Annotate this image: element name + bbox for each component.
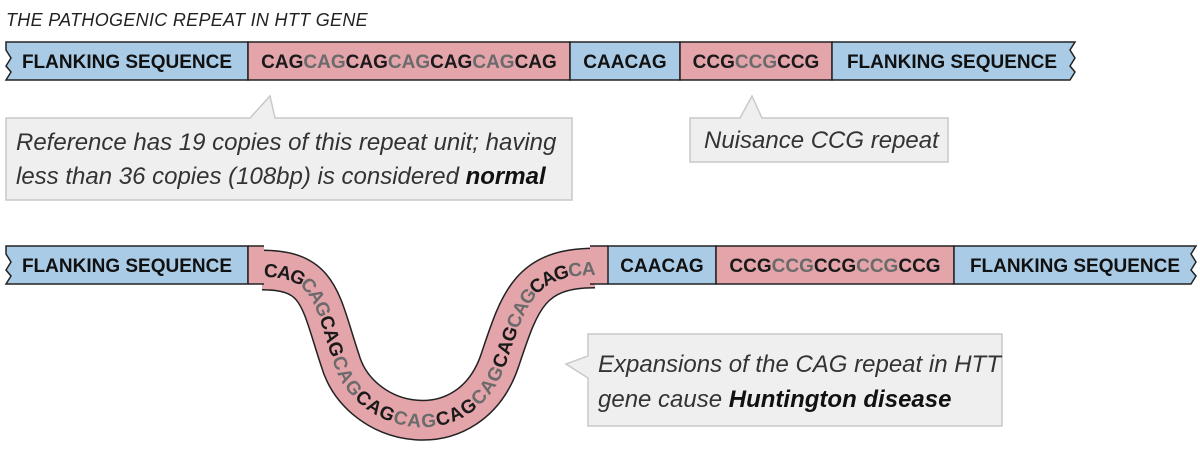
diagram-title: THE PATHOGENIC REPEAT IN HTT GENE xyxy=(6,10,369,30)
ccg-unit: CCG xyxy=(729,256,771,277)
callout-ccg-text: Nuisance CCG repeat xyxy=(704,127,940,154)
callout-ccg-bubble xyxy=(689,94,949,163)
top-cag-repeat-label: CAGCAGCAGCAGCAGCAGCAG xyxy=(261,52,557,73)
band-join-right xyxy=(590,246,608,284)
callout-huntington-line2-prefix: gene cause xyxy=(598,386,729,413)
repeat-unit: CAG xyxy=(430,52,472,73)
bottom-right-flank-label: FLANKING SEQUENCE xyxy=(970,256,1180,277)
callout-huntington-bubble xyxy=(564,333,1003,427)
top-left-flank-label: FLANKING SEQUENCE xyxy=(22,52,232,73)
callout-huntington-line2: gene cause Huntington disease xyxy=(598,386,951,413)
top-ccg-repeat-label: CCGCCGCCG xyxy=(693,52,820,73)
repeat-unit: CAG xyxy=(346,52,388,73)
callout-ccg: Nuisance CCG repeat xyxy=(689,94,949,163)
bottom-left-flank-label: FLANKING SEQUENCE xyxy=(22,256,232,277)
repeat-unit: CAG xyxy=(472,52,514,73)
callout-normal-bold: normal xyxy=(466,163,547,190)
ccg-unit: CCG xyxy=(693,52,735,73)
ccg-unit: CCG xyxy=(898,256,940,277)
callout-huntington-line1: Expansions of the CAG repeat in HTT xyxy=(598,351,1003,378)
bottom-right-flank-segment xyxy=(953,245,1198,285)
repeat-unit: CAG xyxy=(515,52,557,73)
callout-normal-line2: less than 36 copies (108bp) is considere… xyxy=(16,163,547,190)
repeat-unit: CAG xyxy=(261,52,303,73)
repeat-unit: CAG xyxy=(303,52,345,73)
bottom-ccg-repeat-label: CCGCCGCCGCCGCCG xyxy=(729,256,940,277)
ccg-unit: CCG xyxy=(814,256,856,277)
callout-huntington: Expansions of the CAG repeat in HTT gene… xyxy=(564,333,1003,427)
top-ccg-segment xyxy=(679,41,833,81)
repeat-unit: CAG xyxy=(388,52,430,73)
callout-normal: Reference has 19 copies of this repeat u… xyxy=(5,94,573,201)
callout-huntington-bold: Huntington disease xyxy=(729,386,952,413)
expanded-repeat-unit: CAG xyxy=(391,407,437,432)
top-right-flank-segment xyxy=(831,41,1077,81)
top-right-flank-label: FLANKING SEQUENCE xyxy=(847,52,1057,73)
callout-normal-bubble xyxy=(5,94,573,201)
ccg-unit: CCG xyxy=(856,256,898,277)
top-caacag-label: CAACAG xyxy=(583,52,666,73)
band-join-left xyxy=(248,246,264,284)
ccg-unit: CCG xyxy=(735,52,777,73)
ccg-unit: CCG xyxy=(772,256,814,277)
bottom-caacag-label: CAACAG xyxy=(620,256,703,277)
bottom-ccg-segment xyxy=(715,245,955,285)
callout-normal-line2-prefix: less than 36 copies (108bp) is considere… xyxy=(16,163,466,190)
callout-normal-line1: Reference has 19 copies of this repeat u… xyxy=(16,129,557,156)
top-caacag-segment xyxy=(569,41,681,81)
ccg-unit: CCG xyxy=(777,52,819,73)
top-strand: FLANKING SEQUENCE CAGCAGCAGCAGCAGCAGCAG … xyxy=(4,41,1077,81)
